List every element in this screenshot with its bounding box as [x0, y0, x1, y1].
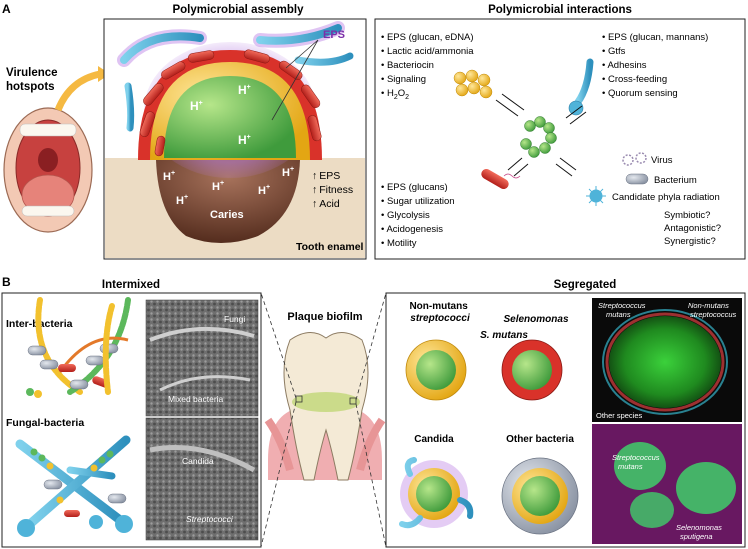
svg-text:↑Fitness: ↑Fitness	[312, 184, 353, 196]
svg-text:• Lactic acid/ammonia: • Lactic acid/ammonia	[381, 46, 474, 57]
svg-text:• Bacteriocin: • Bacteriocin	[381, 60, 434, 71]
mixed-bacteria-label: Mixed bacteria	[168, 394, 224, 404]
svg-text:• EPS (glucans): • EPS (glucans)	[381, 182, 448, 193]
svg-text:H+: H+	[258, 184, 270, 197]
selenomonas-icon	[481, 169, 509, 189]
eps-label: EPS	[323, 29, 345, 41]
svg-text:H+: H+	[190, 99, 203, 113]
svg-text:Candidate phyla radiation: Candidate phyla radiation	[612, 192, 720, 203]
confocal-image-bottom	[592, 424, 742, 544]
svg-text:• EPS (glucan, mannans): • EPS (glucan, mannans)	[602, 32, 708, 43]
intermixed-title: Intermixed	[102, 279, 160, 291]
svg-text:• Gtfs: • Gtfs	[602, 46, 626, 57]
non-mutans-label: Non-mutans streptococci	[409, 301, 470, 324]
fungi-label: Fungi	[224, 314, 245, 324]
svg-text:Antagonistic?: Antagonistic?	[664, 223, 721, 234]
selenomonas-function-list: • EPS (glucans) • Sugar utilization • Gl…	[381, 182, 455, 249]
candida-function-list: • EPS (glucan, mannans) • Gtfs • Adhesin…	[602, 32, 708, 99]
svg-text:H+: H+	[238, 133, 251, 147]
bacterium-icon	[625, 173, 649, 185]
svg-text:Synergistic?: Synergistic?	[664, 236, 716, 247]
svg-text:• Acidogenesis: • Acidogenesis	[381, 224, 443, 235]
panel-b-letter: B	[2, 275, 11, 289]
svg-text:H+: H+	[176, 194, 188, 207]
s-mutans-chain-icon	[520, 116, 557, 158]
other-bacteria-cluster	[501, 457, 579, 535]
mouth-illustration	[3, 107, 93, 233]
svg-text:• Quorum sensing: • Quorum sensing	[602, 88, 678, 99]
fungal-bacteria-label: Fungal-bacteria	[6, 417, 84, 429]
caries-label: Caries	[210, 209, 244, 221]
svg-text:Virus: Virus	[651, 155, 673, 166]
svg-text:H+: H+	[282, 166, 294, 179]
selenomonas-label: Selenomonas	[503, 314, 568, 325]
sem-micrograph-top	[145, 299, 259, 417]
panel-a-letter: A	[2, 2, 11, 16]
candida-cluster	[399, 457, 474, 529]
interactions-box	[374, 18, 746, 260]
streptococcus-function-list: • EPS (glucan, eDNA) • Lactic acid/ammon…	[381, 32, 474, 101]
candida-hypha	[256, 24, 342, 45]
tooth-enamel-label: Tooth enamel	[296, 241, 364, 253]
other-microbes-legend: Virus Bacterium Candidate phyla radiatio…	[612, 155, 720, 203]
candida-icon	[574, 58, 594, 106]
svg-text:H+: H+	[238, 83, 251, 97]
candida-hypha	[120, 32, 204, 64]
non-mutans-cluster	[405, 339, 467, 401]
svg-text:• Signaling: • Signaling	[381, 74, 426, 85]
s-mutans-label: S. mutans	[480, 330, 528, 341]
cpr-icon	[586, 186, 606, 206]
confocal-other-species-label: Other species	[596, 411, 643, 420]
outcome-list: ↑EPS ↑Fitness ↑Acid	[312, 170, 353, 210]
candida-sem-label: Candida	[182, 456, 214, 466]
confocal-image-top	[592, 298, 742, 422]
other-bacteria-label: Other bacteria	[506, 434, 574, 445]
biofilm-cluster: H+ H+ H+	[138, 49, 322, 160]
candida-cluster-label: Candida	[414, 434, 454, 445]
selenomonas-cluster	[501, 339, 563, 401]
caries-lesion	[156, 160, 300, 243]
svg-text:• EPS (glucan, eDNA): • EPS (glucan, eDNA)	[381, 32, 474, 43]
svg-text:↑Acid: ↑Acid	[312, 198, 340, 210]
svg-text:• Adhesins: • Adhesins	[602, 60, 647, 71]
streptococci-sem-label: Streptococci	[186, 514, 234, 524]
svg-text:Bacterium: Bacterium	[654, 175, 697, 186]
assembly-title: Polymicrobial assembly	[172, 4, 304, 16]
svg-text:• H2O2: • H2O2	[381, 88, 409, 101]
fungal-bacteria-illustration	[15, 435, 133, 537]
svg-text:• Motility: • Motility	[381, 238, 417, 249]
svg-text:• Glycolysis: • Glycolysis	[381, 210, 430, 221]
zoom-lines	[260, 292, 387, 548]
caries-acid-labels: H+ H+ H+ H+ H+	[163, 166, 294, 207]
svg-text:Symbiotic?: Symbiotic?	[664, 210, 710, 221]
svg-text:• Cross-feeding: • Cross-feeding	[602, 74, 667, 85]
interaction-questions: Symbiotic? Antagonistic? Synergistic?	[664, 210, 721, 247]
interactions-title: Polymicrobial interactions	[488, 4, 632, 16]
virus-icon	[622, 152, 647, 166]
segregated-title: Segregated	[554, 279, 617, 291]
svg-text:• Sugar utilization: • Sugar utilization	[381, 196, 455, 207]
svg-text:↑EPS: ↑EPS	[312, 170, 340, 182]
candida-hypha	[294, 52, 354, 66]
inter-bacteria-illustration	[26, 297, 131, 398]
svg-text:H+: H+	[212, 180, 224, 193]
candida-hypha	[124, 82, 135, 132]
non-mutans-cocci-icon	[453, 69, 493, 99]
interaction-arrows	[495, 93, 587, 177]
tooth-illustration	[264, 332, 386, 481]
hotspot-arrow	[54, 70, 101, 112]
plaque-biofilm-label: Plaque biofilm	[287, 311, 362, 323]
sem-micrograph-bottom	[145, 417, 259, 541]
virulence-label: Virulence hotspots	[6, 67, 61, 93]
svg-text:H+: H+	[163, 170, 175, 183]
